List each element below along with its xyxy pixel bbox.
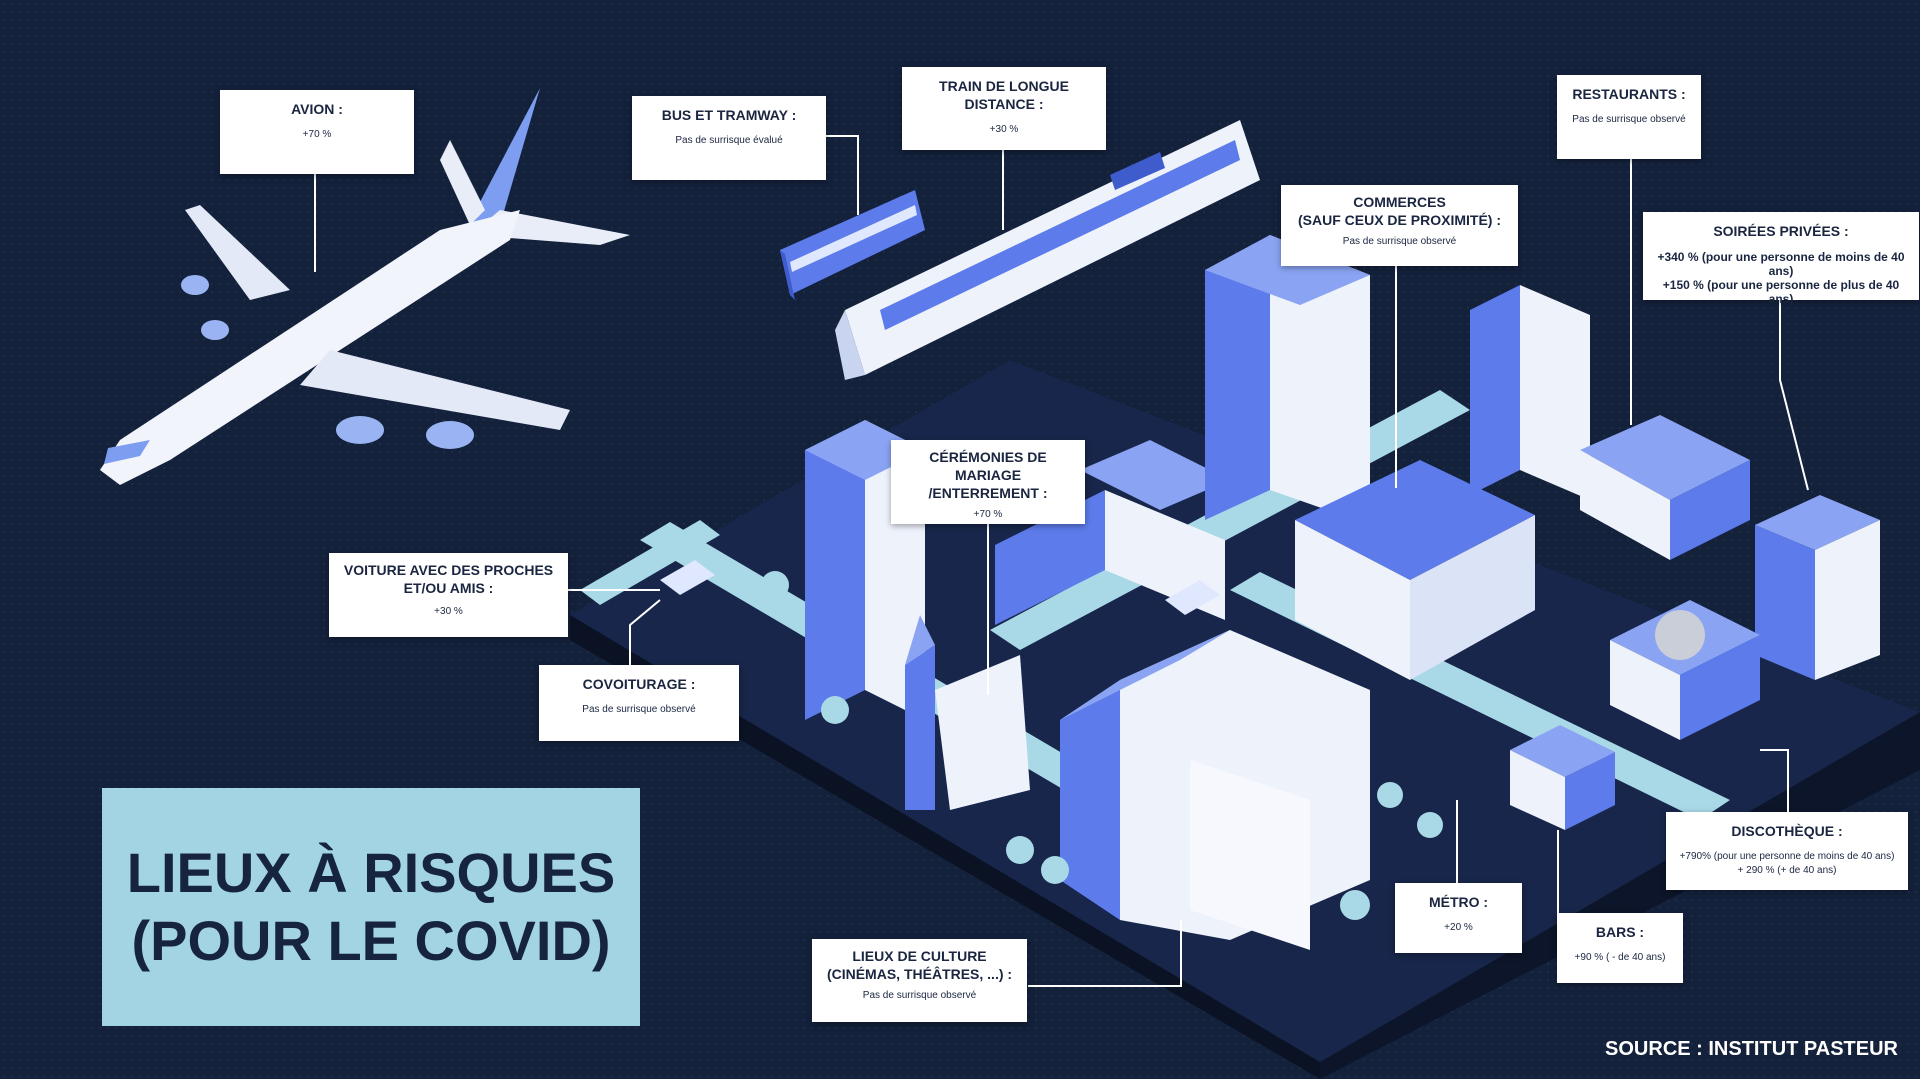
bus-illustration	[780, 190, 925, 300]
callout-discotheque: DISCOTHÈQUE : +790% (pour une personne d…	[1666, 812, 1908, 890]
callout-covoiturage: COVOITURAGE : Pas de surrisque observé	[539, 665, 739, 741]
connector-lines	[314, 135, 1809, 987]
callout-value: Pas de surrisque observé	[1572, 114, 1686, 125]
callout-title: CÉRÉMONIES DE MARIAGE /ENTERREMENT :	[928, 449, 1048, 501]
callout-value: Pas de surrisque observé	[1342, 236, 1457, 247]
buildings	[805, 235, 1880, 950]
title-panel: LIEUX À RISQUES (POUR LE COVID)	[102, 788, 640, 1026]
callout-value: +340 % (pour une personne de moins de 40…	[1657, 250, 1905, 306]
callout-voiture: VOITURE AVEC DES PROCHES ET/OU AMIS : +3…	[329, 553, 568, 637]
callout-value: +30 %	[989, 124, 1019, 135]
callout-metro: MÉTRO : +20 %	[1395, 883, 1522, 953]
callout-bars: BARS : +90 % ( - de 40 ans)	[1557, 913, 1683, 983]
callout-title: DISCOTHÈQUE :	[1731, 823, 1843, 839]
callout-value: Pas de surrisque évalué	[675, 135, 783, 146]
callout-lieux-de-culture: LIEUX DE CULTURE (CINÉMAS, THÉÂTRES, ...…	[812, 939, 1027, 1022]
airplane-illustration	[100, 88, 630, 485]
callout-value: Pas de surrisque observé	[862, 990, 977, 1001]
callout-title: BUS ET TRAMWAY :	[661, 107, 797, 123]
callout-soirees-privees: SOIRÉES PRIVÉES : +340 % (pour une perso…	[1643, 212, 1919, 306]
callout-value: +20 %	[1444, 922, 1473, 933]
callout-title: COVOITURAGE :	[582, 676, 696, 692]
callout-value: Pas de surrisque observé	[582, 704, 696, 715]
street-details	[660, 560, 1443, 920]
callout-value: +790% (pour une personne de moins de 40 …	[1679, 851, 1895, 876]
callout-title: SOIRÉES PRIVÉES :	[1713, 223, 1849, 239]
callout-title: TRAIN DE LONGUE DISTANCE :	[939, 78, 1069, 112]
callout-title: LIEUX DE CULTURE (CINÉMAS, THÉÂTRES, ...…	[826, 948, 1013, 982]
callout-train: TRAIN DE LONGUE DISTANCE : +30 %	[902, 67, 1106, 150]
callout-title: BARS :	[1595, 924, 1645, 940]
title-line-2: (POUR LE COVID)	[131, 909, 611, 972]
callout-title: RESTAURANTS :	[1572, 86, 1686, 102]
callout-title: AVION :	[291, 101, 343, 117]
callout-title: MÉTRO :	[1428, 894, 1489, 910]
callout-value: +70 %	[302, 129, 332, 140]
callout-value: +30 %	[434, 606, 463, 617]
title-line-1: LIEUX À RISQUES	[126, 841, 616, 904]
callout-avion: AVION : +70 %	[220, 90, 414, 174]
source-credit: SOURCE : INSTITUT PASTEUR	[1605, 1038, 1898, 1060]
callout-ceremonies: CÉRÉMONIES DE MARIAGE /ENTERREMENT : +70…	[891, 440, 1085, 524]
callout-title: VOITURE AVEC DES PROCHES ET/OU AMIS :	[343, 562, 554, 596]
callout-value: +90 % ( - de 40 ans)	[1574, 952, 1666, 963]
callout-bus: BUS ET TRAMWAY : Pas de surrisque évalué	[632, 96, 826, 180]
train-illustration	[835, 120, 1260, 380]
callout-title: COMMERCES (SAUF CEUX DE PROXIMITÉ) :	[1297, 194, 1501, 228]
callout-value: +70 %	[973, 509, 1003, 520]
callout-restaurants: RESTAURANTS : Pas de surrisque observé	[1557, 75, 1701, 159]
callout-commerces: COMMERCES (SAUF CEUX DE PROXIMITÉ) : Pas…	[1281, 185, 1518, 266]
